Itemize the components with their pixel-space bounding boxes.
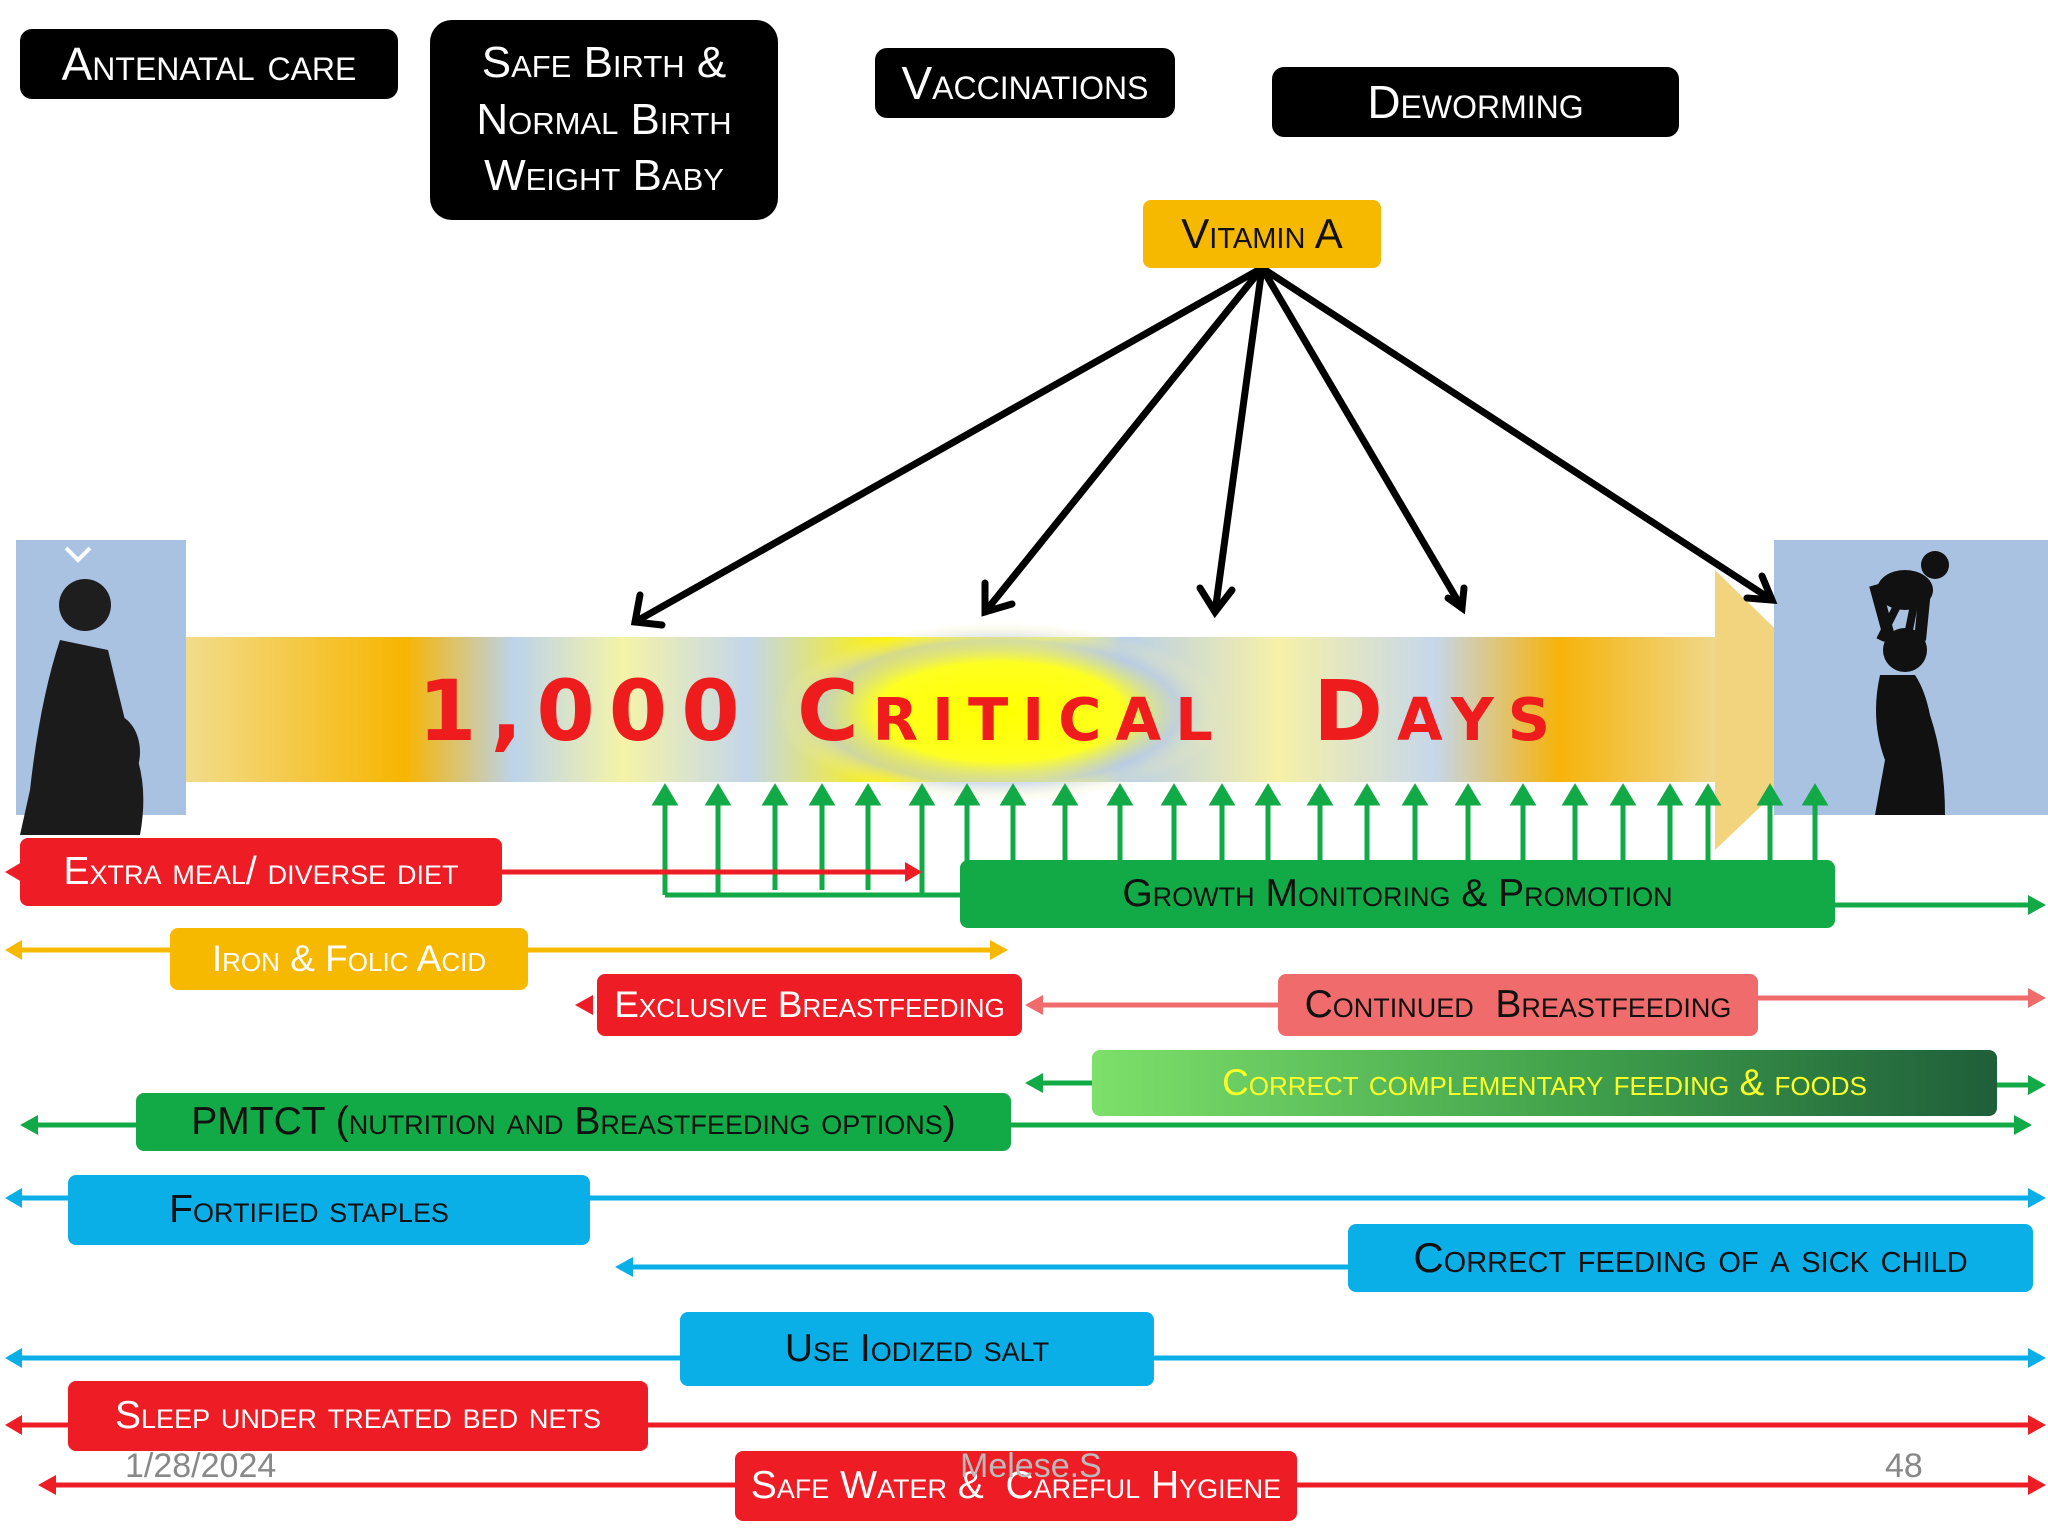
footer-author: Melese.S xyxy=(960,1447,1102,1485)
safe-birth-line-1: Safe Birth & xyxy=(481,38,727,88)
bed-nets-box: Sleep under treated bed nets xyxy=(68,1381,648,1451)
mother-baby-image xyxy=(1774,540,2048,815)
complementary-feeding-box: Correct complementary feeding & foods xyxy=(1092,1050,1997,1116)
sick-child-box: Correct feeding of a sick child xyxy=(1348,1224,2033,1292)
growth-tick-arrows xyxy=(651,783,1829,898)
antenatal-care-label: Antenatal care xyxy=(61,37,357,90)
vitamin-a-label: Vitamin A xyxy=(1181,209,1343,257)
iron-folic-acid-label: Iron & Folic Acid xyxy=(211,937,487,979)
vitamin-a-arrows xyxy=(630,264,1778,629)
vaccinations-label: Vaccinations xyxy=(901,56,1149,109)
deworming-box: Deworming xyxy=(1272,67,1679,137)
bed-nets-label: Sleep under treated bed nets xyxy=(115,1393,601,1437)
vaccinations-box: Vaccinations xyxy=(875,48,1175,118)
exclusive-breastfeeding-label: Exclusive Breastfeeding xyxy=(614,983,1005,1025)
safe-water-label: Safe Water & Careful Hygiene xyxy=(750,1463,1282,1507)
footer-date: 1/28/2024 xyxy=(125,1447,277,1485)
growth-monitoring-label: Growth Monitoring & Promotion xyxy=(1122,871,1673,915)
vitamin-a-box: Vitamin A xyxy=(1143,200,1381,268)
exclusive-breastfeeding-box: Exclusive Breastfeeding xyxy=(597,974,1022,1036)
pregnant-woman-image xyxy=(16,540,186,835)
deworming-label: Deworming xyxy=(1367,75,1584,128)
antenatal-care-box: Antenatal care xyxy=(20,29,398,99)
pmtct-box: PMTCT (nutrition and Breastfeeding optio… xyxy=(136,1093,1011,1151)
iron-folic-acid-box: Iron & Folic Acid xyxy=(170,928,528,990)
extra-meal-box: Extra meal/ diverse diet xyxy=(20,838,502,906)
timeline-arrow xyxy=(155,570,1860,850)
fortified-staples-box: Fortified staples xyxy=(68,1175,590,1245)
footer-page-number: 48 xyxy=(1885,1447,1923,1485)
continued-breastfeeding-box: Continued Breastfeeding xyxy=(1278,974,1758,1036)
growth-monitoring-box: Growth Monitoring & Promotion xyxy=(960,860,1835,928)
sick-child-label: Correct feeding of a sick child xyxy=(1413,1233,1968,1281)
iodized-salt-box: Use Iodized salt xyxy=(680,1312,1154,1386)
safe-birth-box: Safe Birth & Normal Birth Weight Baby xyxy=(430,20,778,220)
iodized-salt-label: Use Iodized salt xyxy=(784,1326,1050,1370)
center-title: 1,000 Critical Days xyxy=(418,662,1564,760)
safe-birth-line-3: Weight Baby xyxy=(484,151,724,201)
safe-birth-line-2: Normal Birth xyxy=(476,94,732,144)
fortified-staples-label: Fortified staples xyxy=(169,1187,449,1231)
continued-breastfeeding-label: Continued Breastfeeding xyxy=(1304,982,1732,1026)
extra-meal-label: Extra meal/ diverse diet xyxy=(63,849,459,893)
pmtct-label: PMTCT (nutrition and Breastfeeding optio… xyxy=(191,1099,956,1143)
safe-water-box: Safe Water & Careful Hygiene xyxy=(735,1451,1297,1521)
complementary-feeding-label: Correct complementary feeding & foods xyxy=(1222,1061,1867,1103)
